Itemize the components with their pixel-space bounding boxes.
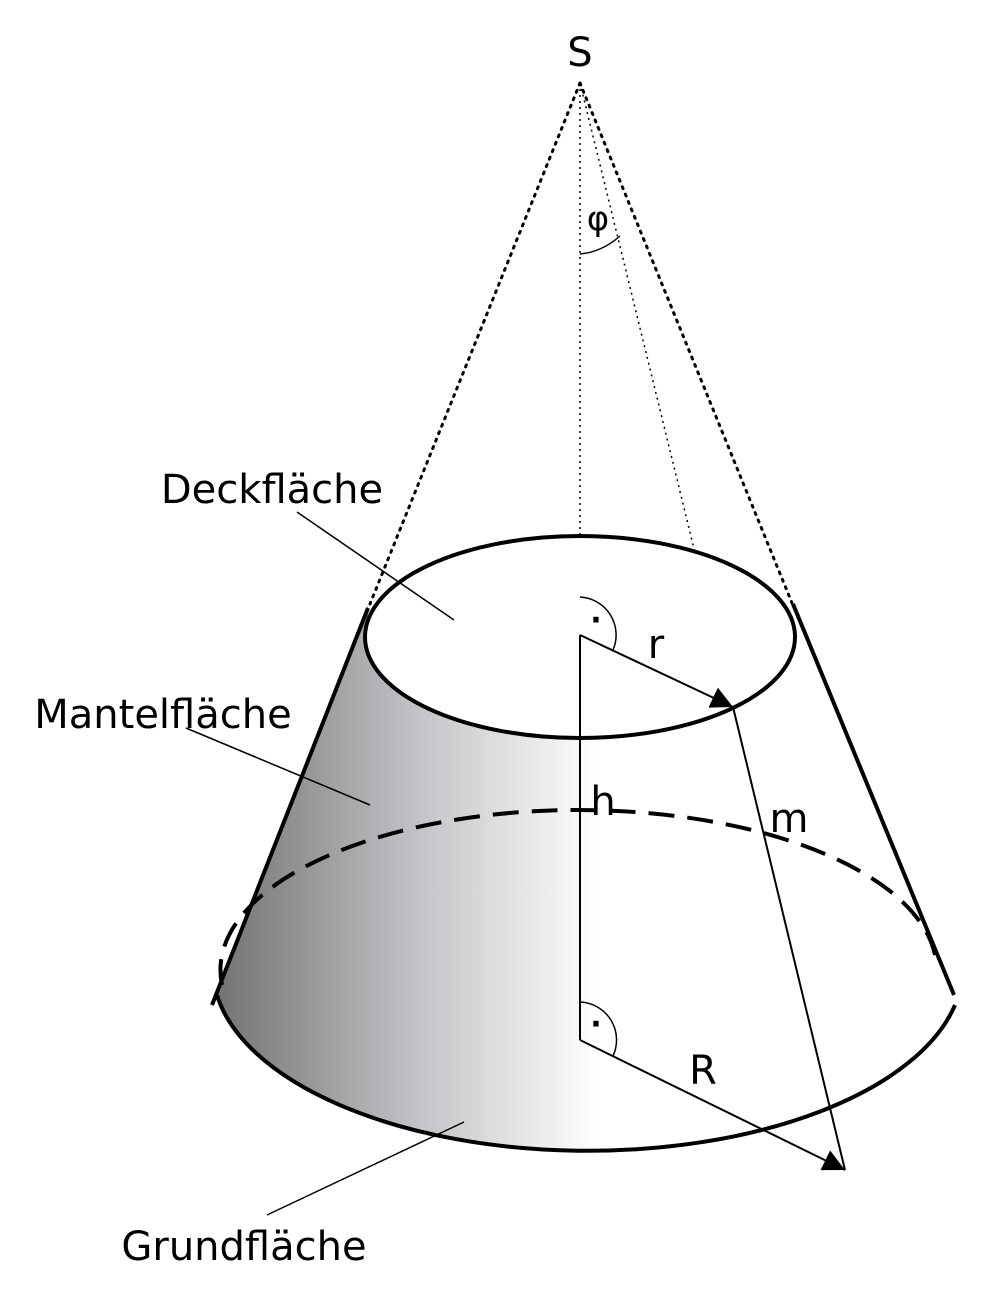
base-area-label: Grundfläche — [121, 1224, 366, 1270]
base-front-edge — [215, 994, 957, 1153]
lateral-surface — [217, 603, 955, 1150]
angle-phi-label: φ — [587, 199, 609, 239]
slant-height-line — [732, 706, 846, 1171]
base-area-leader — [266, 1121, 465, 1216]
right-angle-arc-bottom — [579, 1001, 618, 1057]
right-extension-line — [578, 81, 794, 605]
bottom-radius-arrow — [579, 1039, 846, 1171]
height-label: h — [590, 779, 615, 825]
bottom-radius-label: R — [689, 1048, 717, 1094]
right-angle-arc-top — [579, 596, 617, 651]
top-area-leader — [296, 511, 455, 621]
angle-phi-arc — [579, 235, 621, 255]
slant-height-label: m — [770, 796, 809, 842]
top-radius-label: r — [648, 622, 665, 668]
top-radius-arrow — [579, 634, 734, 708]
bottom-right-angle-dot: · — [590, 1007, 601, 1042]
left-extension-line — [368, 81, 582, 606]
lateral-area-leader — [185, 727, 371, 806]
right-side-edge — [791, 603, 956, 996]
lateral-area-label: Mantelfläche — [34, 692, 291, 738]
top-area-label: Deckfläche — [161, 467, 383, 513]
apex-label: S — [567, 30, 592, 76]
top-right-angle-dot: · — [590, 603, 601, 638]
left-side-edge — [210, 607, 370, 1006]
